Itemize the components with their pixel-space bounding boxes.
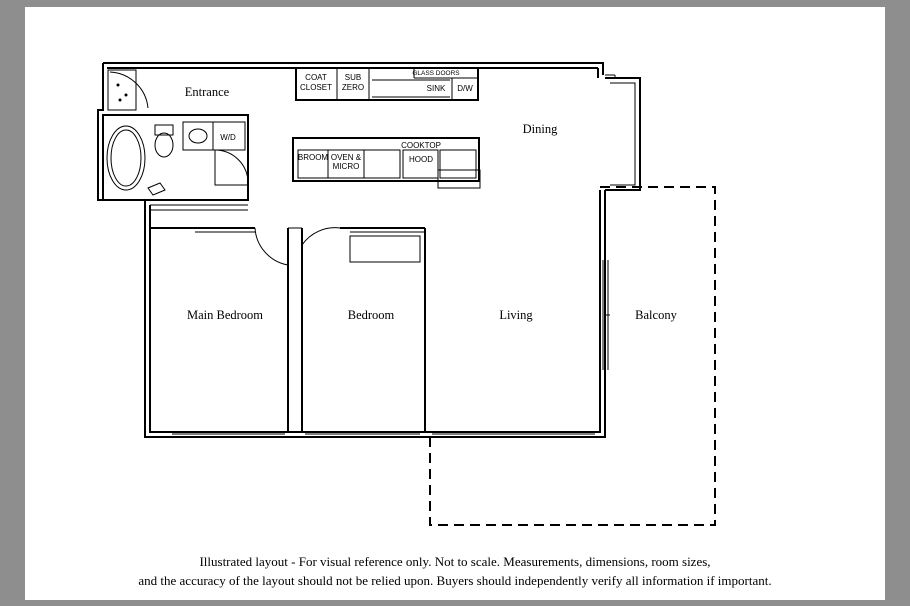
- fixture-label-hood: HOOD: [409, 155, 433, 164]
- disclaimer-line-1: Illustrated layout - For visual referenc…: [199, 554, 711, 569]
- fixture-label-cooktop: COOKTOP: [401, 141, 441, 150]
- room-label-main-bedroom: Main Bedroom: [187, 308, 263, 322]
- fixture-label-sub: SUB: [345, 73, 361, 82]
- fixture-label-closet: CLOSET: [300, 83, 332, 92]
- room-label-balcony: Balcony: [635, 308, 677, 322]
- balcony-outline: [429, 186, 716, 526]
- disclaimer-line-2: and the accuracy of the layout should no…: [138, 573, 772, 588]
- exterior-walls: [97, 62, 615, 438]
- fixture-label-glass-doors: GLASS DOORS: [412, 70, 460, 77]
- fixture-label-wd: W/D: [220, 133, 236, 142]
- kitchen-island: [292, 137, 481, 189]
- fixture-label-oven: OVEN &: [331, 153, 362, 162]
- floorplan-sheet: [25, 7, 885, 600]
- room-label-dining: Dining: [523, 122, 558, 136]
- bay-window: [605, 75, 641, 191]
- fixture-label-sink: SINK: [427, 84, 446, 93]
- room-label-entrance: Entrance: [185, 85, 230, 99]
- fixture-label-dw: D/W: [457, 84, 473, 93]
- bathroom: [102, 114, 249, 211]
- kitchen-counter-top: [295, 67, 479, 101]
- room-label-bedroom: Bedroom: [348, 308, 395, 322]
- fixture-label-coat: COAT: [305, 73, 327, 82]
- disclaimer: Illustrated layout - For visual referenc…: [0, 552, 910, 590]
- fixture-label-zero: ZERO: [342, 83, 364, 92]
- room-label-living: Living: [499, 308, 533, 322]
- balcony-doors: [602, 260, 610, 370]
- entrance-door: [107, 69, 149, 111]
- interior-walls: [150, 227, 426, 432]
- fixture-label-broom: BROOM: [298, 153, 329, 162]
- fixture-label-micro: MICRO: [333, 162, 360, 171]
